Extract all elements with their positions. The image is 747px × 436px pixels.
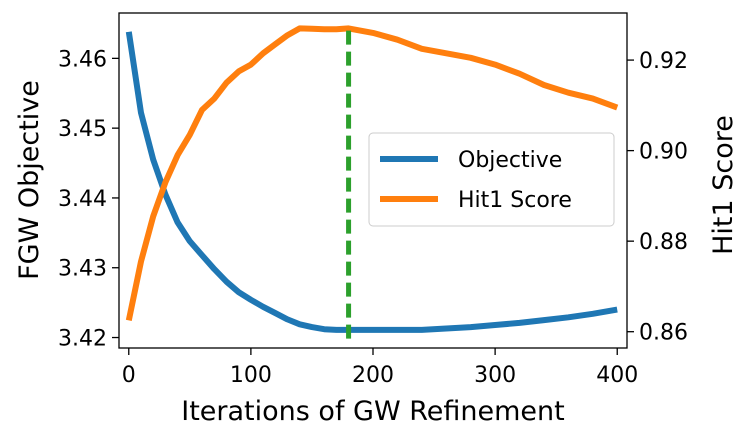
- y-left-tick-label: 3.42: [58, 327, 107, 352]
- y-right-tick-label: 0.90: [639, 140, 688, 165]
- legend: Objective Hit1 Score: [368, 132, 615, 227]
- y-axis-left-title: FGW Objective: [14, 80, 45, 280]
- y-right-tick-label: 0.92: [639, 49, 688, 74]
- y-left-tick-label: 3.44: [58, 187, 107, 212]
- x-tick-label: 400: [596, 363, 638, 388]
- x-tick-label: 100: [230, 363, 272, 388]
- series-line-objective: [125, 31, 618, 333]
- series-line-hit1-score: [125, 25, 619, 322]
- legend-label-hit1: Hit1 Score: [458, 188, 572, 213]
- y-left-tick-label: 3.46: [58, 47, 107, 72]
- x-tick-label: 0: [122, 363, 136, 388]
- x-tick-label: 200: [352, 363, 394, 388]
- y-left-tick-label: 3.45: [58, 117, 107, 142]
- legend-label-objective: Objective: [458, 148, 562, 173]
- x-tick-label: 300: [474, 363, 516, 388]
- y-right-tick-label: 0.86: [639, 321, 688, 346]
- x-axis-title: Iterations of GW Refinement: [181, 396, 564, 427]
- y-right-tick-label: 0.88: [639, 230, 688, 255]
- y-axis-right-title: Hit1 Score: [708, 115, 739, 255]
- y-left-tick-label: 3.43: [58, 257, 107, 282]
